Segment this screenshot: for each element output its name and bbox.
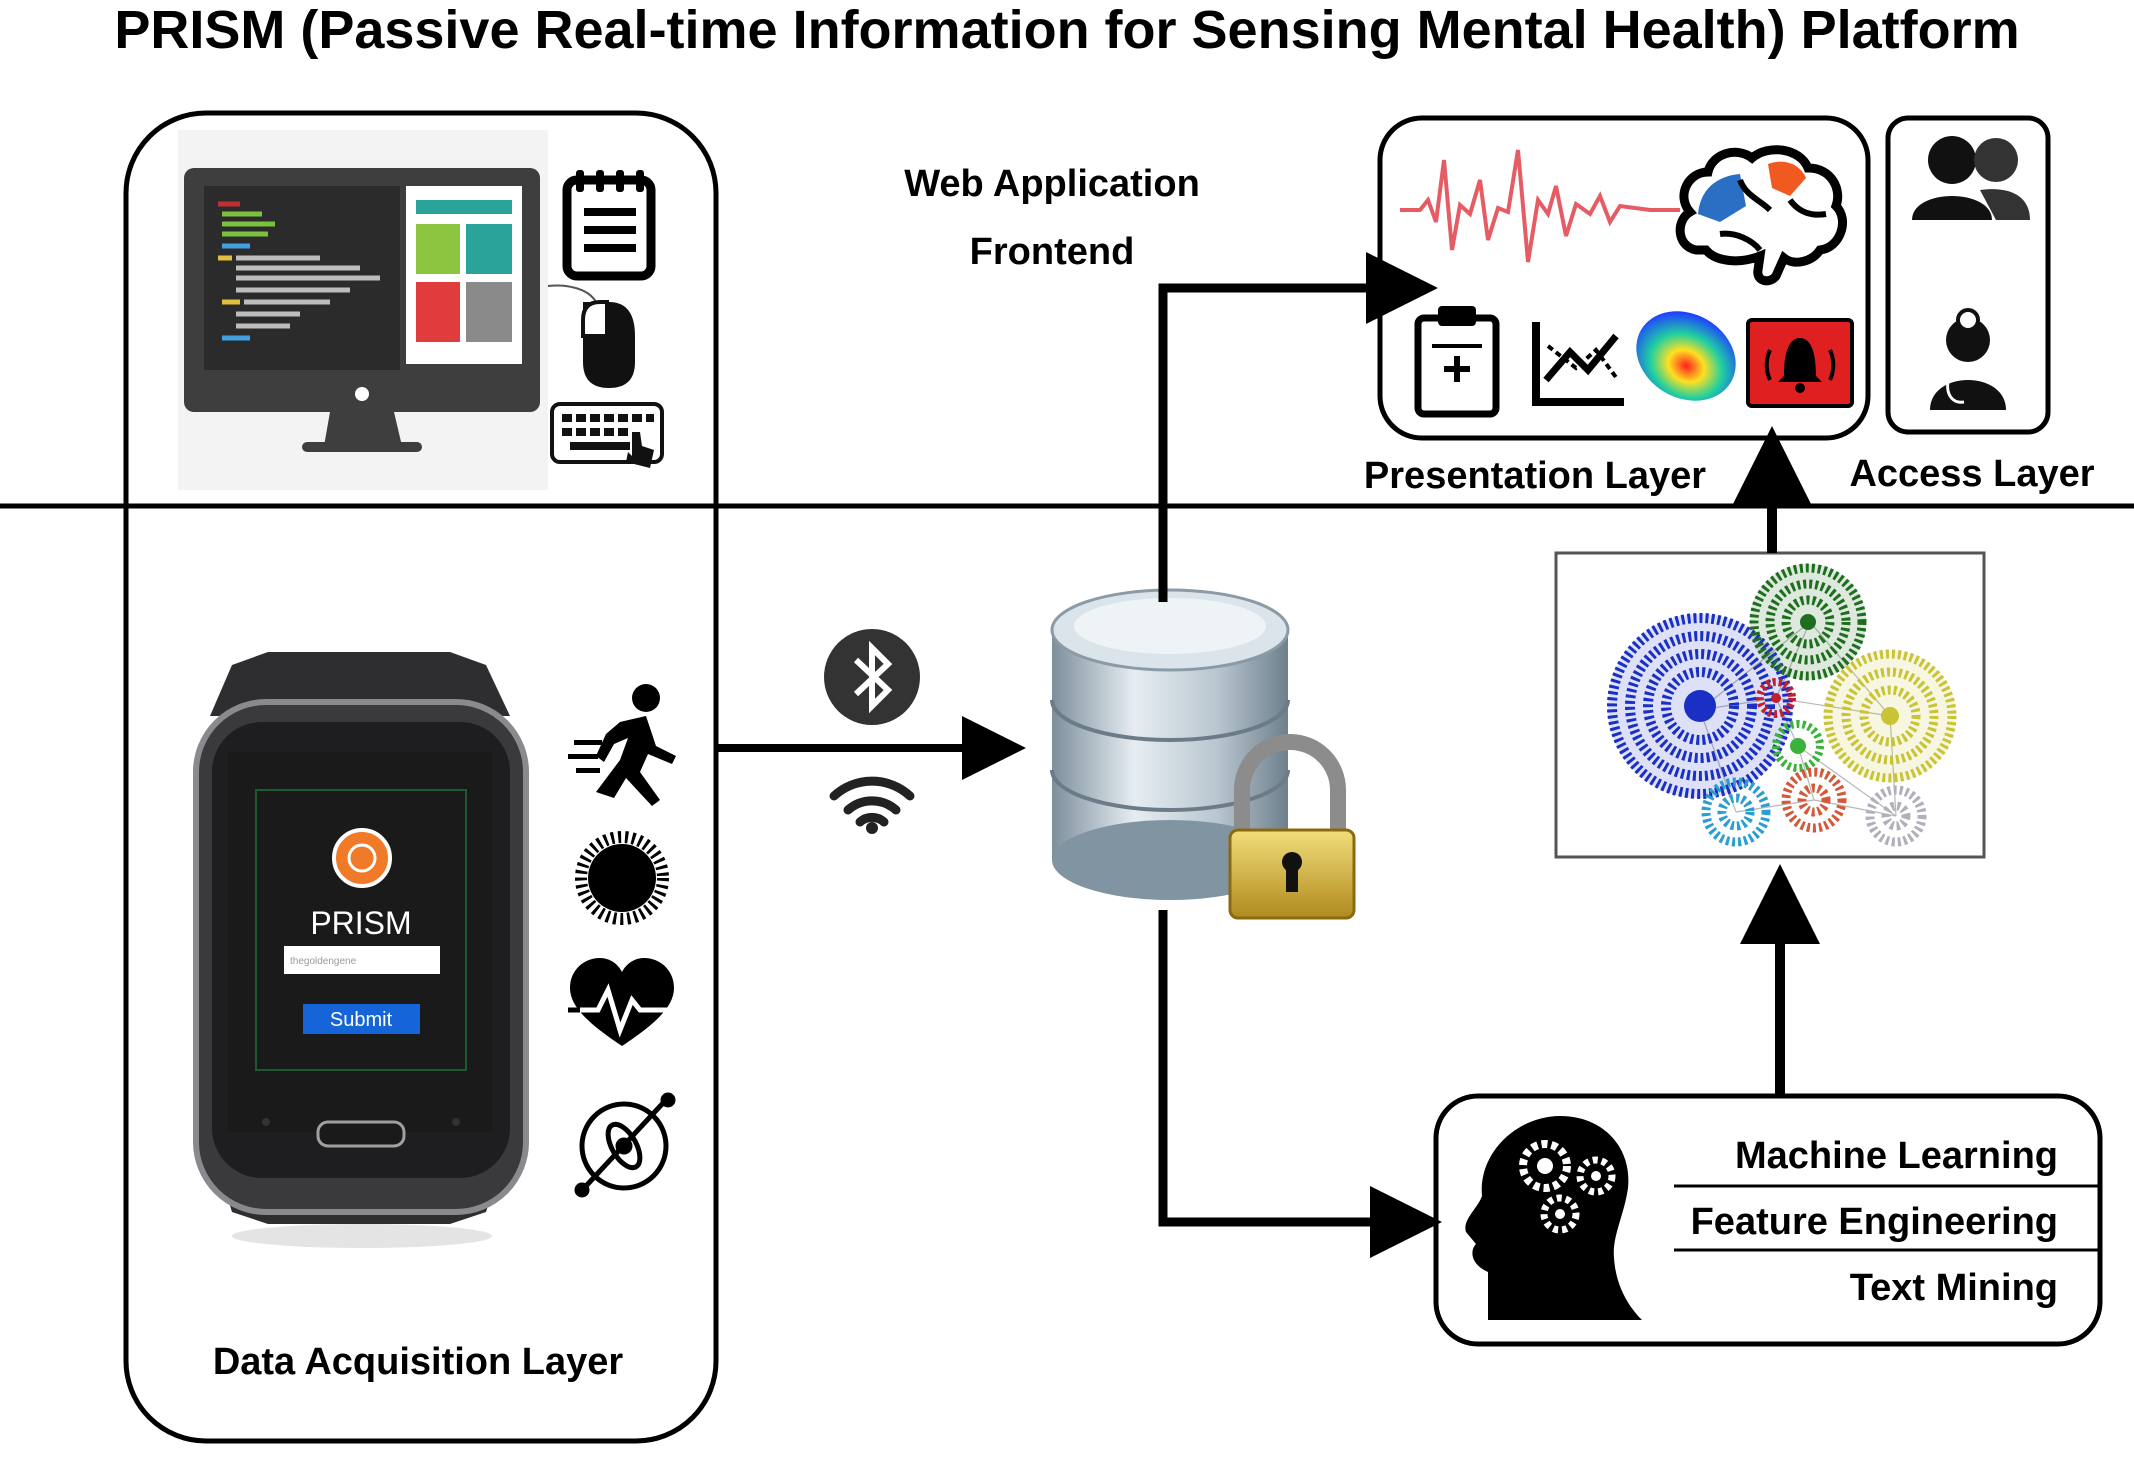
ecg-wave-icon bbox=[1400, 149, 1680, 263]
network-cluster-red bbox=[1756, 678, 1796, 718]
watch-submit-label: Submit bbox=[330, 1009, 393, 1031]
analytics-item-feature-engineering: Feature Engineering bbox=[1691, 1201, 2058, 1243]
heartbeat-icon bbox=[568, 958, 676, 1046]
smartwatch: PRISM thegoldengene Submit bbox=[193, 652, 529, 1248]
network-cluster-orange bbox=[1781, 767, 1847, 833]
presentation-layer-label: Presentation Layer bbox=[1364, 455, 1706, 497]
mouse-icon bbox=[547, 284, 635, 388]
notepad-icon bbox=[562, 170, 656, 281]
doctor-icon bbox=[1930, 308, 2006, 410]
web-app-label-line1: Web Application bbox=[904, 163, 1200, 205]
data-acquisition-label: Data Acquisition Layer bbox=[213, 1341, 624, 1383]
network-cluster-lightgreen bbox=[1772, 720, 1824, 772]
heatmap-icon bbox=[1636, 311, 1736, 401]
db-to-analytics-arrow bbox=[1158, 910, 1442, 1258]
page-title: PRISM (Passive Real-time Information for… bbox=[114, 0, 2019, 60]
access-layer-label: Access Layer bbox=[1849, 453, 2094, 495]
bluetooth-icon bbox=[824, 629, 920, 725]
running-icon bbox=[568, 684, 676, 806]
network-cluster-green bbox=[1749, 563, 1867, 681]
clipboard-icon bbox=[1414, 306, 1500, 418]
network-cluster-blue bbox=[1607, 613, 1793, 799]
alarm-bell-icon bbox=[1746, 318, 1854, 408]
analytics-item-text-mining: Text Mining bbox=[1850, 1267, 2058, 1309]
watch-username-value: thegoldengene bbox=[290, 956, 357, 967]
web-app-label-line2: Frontend bbox=[970, 231, 1135, 273]
users-icon bbox=[1912, 136, 2030, 220]
data-acquisition-box bbox=[123, 110, 719, 1444]
wifi-icon bbox=[829, 776, 915, 834]
desktop-monitor-icon bbox=[178, 130, 548, 490]
db-to-presentation-arrow bbox=[1158, 252, 1438, 602]
orbit-icon bbox=[574, 1092, 676, 1198]
network-cluster-yellow bbox=[1823, 649, 1957, 783]
watch-app-name: PRISM bbox=[310, 905, 411, 941]
watch-submit-button[interactable] bbox=[303, 1004, 420, 1034]
watch-username-input[interactable] bbox=[284, 946, 440, 974]
lock-icon bbox=[1228, 734, 1356, 920]
access-box bbox=[1885, 115, 2051, 435]
presentation-box bbox=[1377, 115, 1871, 441]
network-cluster-gray bbox=[1865, 785, 1927, 847]
keyboard-icon bbox=[550, 402, 664, 468]
analytics-box bbox=[1433, 1093, 2103, 1347]
trend-chart-icon bbox=[1532, 322, 1624, 406]
head-gears-icon bbox=[1465, 1116, 1642, 1320]
brain-icon bbox=[1675, 145, 1847, 286]
network-cluster-cyan bbox=[1701, 777, 1771, 847]
sun-icon bbox=[575, 831, 669, 925]
analytics-item-machine-learning: Machine Learning bbox=[1735, 1135, 2058, 1177]
